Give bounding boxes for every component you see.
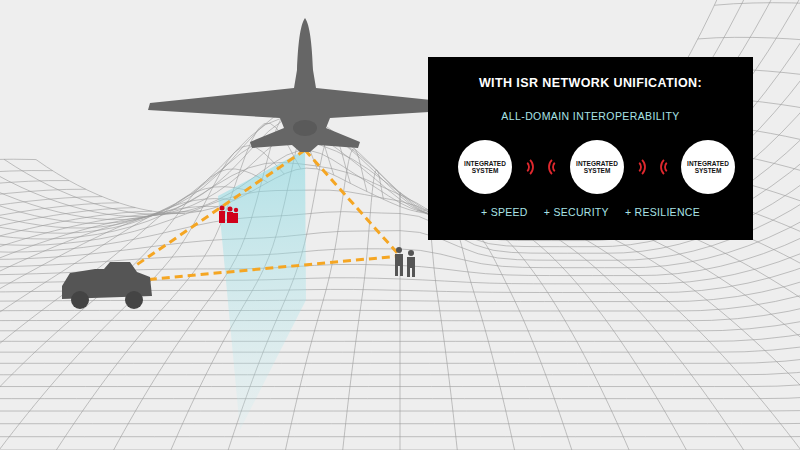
panel-heading: WITH ISR NETWORK UNIFICATION:	[428, 76, 753, 90]
system-label: INTEGRATED SYSTEM	[463, 160, 507, 175]
grid-line	[549, 210, 800, 444]
grid-line	[0, 0, 800, 302]
grid-line	[0, 0, 800, 293]
grid-line	[0, 0, 800, 321]
system-label: INTEGRATED SYSTEM	[686, 160, 730, 175]
grid-line	[433, 214, 514, 450]
system-circle: INTEGRATED SYSTEM	[570, 140, 624, 194]
grid-line	[450, 215, 572, 450]
grid-line	[0, 171, 53, 375]
grid-line	[171, 117, 334, 450]
signal-wave	[665, 163, 667, 171]
hostile-figures	[219, 206, 238, 224]
benefit-row: + SPEED + SECURITY + RESILIENCE	[428, 206, 753, 218]
grid-line	[343, 170, 384, 450]
grid-line	[0, 0, 800, 311]
signal-wave	[530, 160, 533, 174]
signal-wave	[553, 163, 555, 171]
grid-line	[499, 215, 743, 450]
link-line	[305, 150, 400, 256]
grid-line	[0, 199, 235, 450]
soldier-figures	[395, 247, 415, 277]
signal-wave	[549, 160, 552, 174]
grid-line	[599, 179, 800, 407]
link-line	[110, 256, 400, 283]
grid-line	[0, 187, 251, 450]
grid-line	[764, 0, 800, 56]
vehicle-silhouette	[62, 262, 152, 309]
grid-line	[466, 215, 629, 450]
panel-subheading: ALL-DOMAIN INTEROPERABILITY	[428, 110, 753, 122]
jet-intake	[293, 120, 317, 136]
system-label: INTEGRATED SYSTEM	[575, 160, 619, 175]
benefit-label: + RESILIENCE	[625, 206, 700, 218]
signal-wave	[642, 160, 645, 174]
signal-wave	[527, 163, 529, 171]
grid-line	[0, 181, 69, 391]
sensor-beam	[218, 150, 306, 430]
grid-line	[516, 215, 800, 450]
data-links	[110, 150, 400, 283]
grid-line	[0, 213, 185, 450]
grid-line	[417, 209, 458, 450]
benefit-label: + SECURITY	[544, 206, 609, 218]
grid-line	[0, 56, 800, 450]
grid-line	[747, 0, 800, 107]
grid-line	[483, 215, 687, 450]
system-circle: INTEGRATED SYSTEM	[681, 140, 735, 194]
signal-wave	[639, 163, 641, 171]
link-line	[110, 150, 305, 283]
benefit-label: + SPEED	[481, 206, 528, 218]
grid-line	[532, 214, 800, 449]
grid-line	[400, 192, 401, 450]
jet-silhouette	[148, 18, 462, 152]
system-circle: INTEGRATED SYSTEM	[458, 140, 512, 194]
grid-line	[0, 211, 152, 444]
signal-wave	[661, 160, 664, 174]
grid-line	[0, 206, 218, 450]
info-panel: INTEGRATED SYSTEM INTEGRATED SYSTEM INTEGR…	[428, 57, 753, 240]
